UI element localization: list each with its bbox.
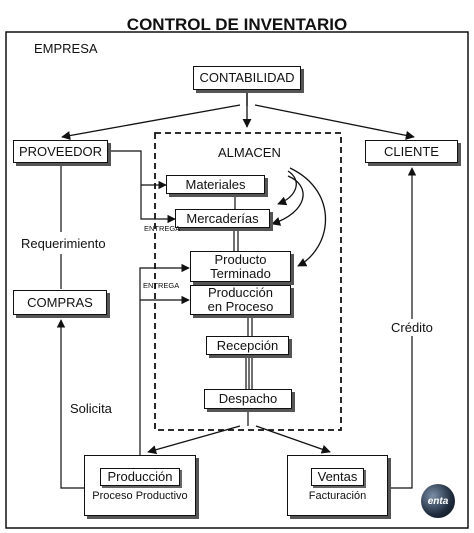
ventas-box: Ventas Facturación (287, 455, 388, 516)
almacen-label: ALMACEN (218, 145, 281, 160)
arrow-to-proveedor (61, 104, 241, 141)
produccion-en-proceso-line-2: en Proceso (207, 299, 274, 314)
cliente-box: CLIENTE (365, 140, 458, 163)
ventas-subtitle: Facturación (308, 490, 367, 503)
outer-frame (5, 31, 469, 529)
empresa-label: EMPRESA (34, 41, 98, 56)
compras-box: COMPRAS (13, 290, 107, 315)
produccion-en-proceso-box: Producción en Proceso (190, 285, 291, 315)
brand-logo-text: enta (427, 495, 449, 507)
produccion-en-proceso-line-1: Producción (207, 285, 274, 301)
credito-label: Crédito (391, 319, 433, 336)
contabilidad-box: CONTABILIDAD (193, 66, 301, 90)
entrega-label-mercaderias: ENTREGA (144, 224, 181, 233)
almacen-dashed-box (154, 132, 342, 431)
produccion-subtitle: Proceso Productivo (92, 490, 188, 503)
requerimiento-label: Requerimiento (20, 236, 107, 251)
producto-terminado-line-1: Producto (214, 251, 267, 267)
producto-terminado-line-2: Terminado (210, 265, 271, 281)
ventas-title: Ventas (310, 468, 365, 487)
produccion-box: Producción Proceso Productivo (84, 455, 196, 516)
solicita-label: Solicita (70, 401, 112, 416)
proveedor-box: PROVEEDOR (13, 140, 108, 163)
materiales-box: Materiales (166, 175, 265, 194)
mercaderias-box: Mercaderías (175, 209, 270, 228)
producto-terminado-box: Producto Terminado (190, 251, 291, 282)
diagram-title: CONTROL DE INVENTARIO (126, 15, 348, 34)
recepcion-box: Recepción (206, 336, 289, 355)
produccion-title: Producción (100, 468, 180, 487)
arrow-to-cliente (254, 104, 415, 140)
brand-logo: enta (421, 484, 455, 518)
despacho-box: Despacho (204, 389, 292, 409)
entrega-label-produccion: ENTREGA (143, 281, 180, 290)
